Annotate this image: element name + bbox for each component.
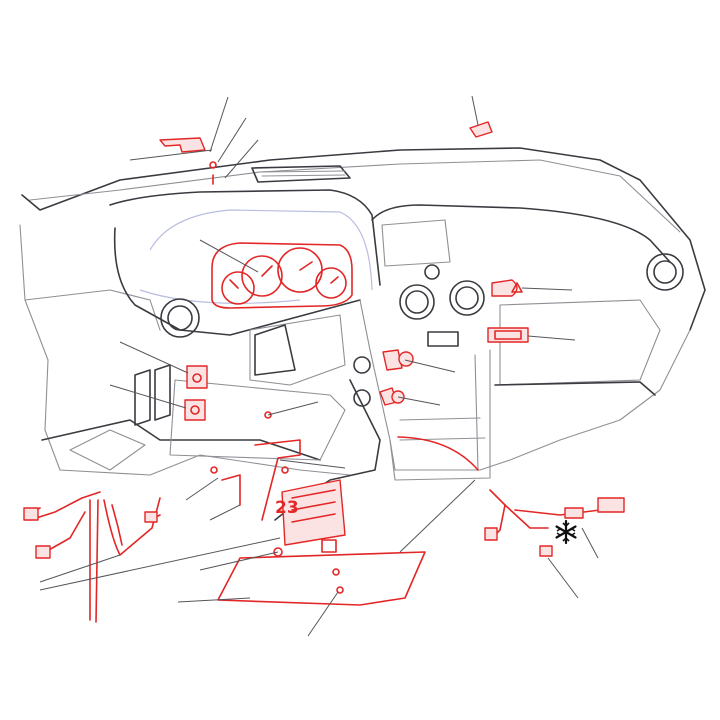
dashboard-outline bbox=[19, 147, 706, 521]
instrument-hood-shading bbox=[139, 209, 373, 304]
wiring-harness-left bbox=[23, 491, 161, 623]
highlighted-parts bbox=[159, 121, 529, 606]
instrument-cluster bbox=[211, 242, 353, 309]
wiring-harness-right bbox=[484, 489, 625, 557]
air-vents bbox=[160, 253, 684, 407]
callout-number: 23 bbox=[275, 498, 299, 518]
snowflake-icon bbox=[555, 519, 577, 545]
leader-lines bbox=[39, 95, 599, 637]
